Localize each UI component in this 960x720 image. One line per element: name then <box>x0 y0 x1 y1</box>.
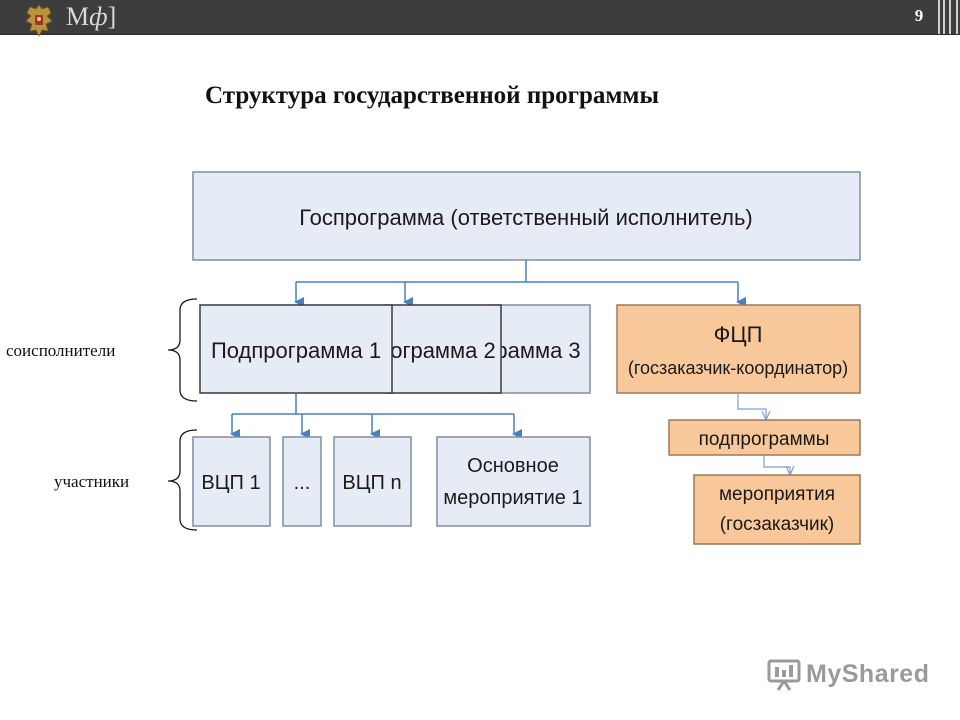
fcp-title: ФЦП <box>714 322 763 347</box>
vcp-1-box: ВЦП 1 <box>192 436 271 527</box>
connectors-level-1 <box>294 260 746 307</box>
vcp-n-box: ВЦП n <box>333 436 412 527</box>
podprogramma-2-label: ограмма 2 <box>390 338 496 363</box>
gosprogramma-label: Госпрограмма (ответственный исполнитель) <box>299 205 753 230</box>
ministry-brand: Мф] <box>66 2 117 31</box>
mysshared-watermark: MyShared <box>766 656 936 692</box>
fcp-meropriyatiya-line-2: (госзаказчик) <box>720 514 835 535</box>
vcp-1-label: ВЦП 1 <box>201 472 260 494</box>
label-coexecutors: соисполнители <box>6 341 115 360</box>
coexecutors-brace <box>167 298 198 402</box>
watermark-text: MyShared <box>806 660 930 688</box>
header-stripes <box>936 0 960 34</box>
coat-of-arms-icon <box>25 4 53 37</box>
fcp-meropriyatiya-line-1: мероприятия <box>719 484 835 505</box>
main-event-box: Основное мероприятие 1 <box>436 436 591 527</box>
ellipsis-label: ... <box>294 472 311 494</box>
presentation-icon <box>767 659 801 691</box>
main-event-line-1: Основное <box>467 455 559 477</box>
fcp-connectors <box>737 393 790 475</box>
podprogramma-3-label: рамма 3 <box>495 338 580 363</box>
slide-number: 9 <box>914 6 924 25</box>
fcp-box: ФЦП (госзаказчик-координатор) <box>616 304 861 394</box>
fcp-subtitle: (госзаказчик-координатор) <box>628 358 848 378</box>
connectors-level-2 <box>230 393 522 439</box>
main-event-line-2: мероприятие 1 <box>443 487 582 509</box>
vcp-n-label: ВЦП n <box>342 472 401 494</box>
slide-title: Структура государственной программы <box>205 82 659 109</box>
podprogramma-1-label: Подпрограмма 1 <box>211 338 381 363</box>
fcp-podprogrammy-box: подпрограммы <box>668 419 861 456</box>
label-participants: участники <box>54 472 129 491</box>
header-bar: Мф] 9 <box>0 0 960 37</box>
ellipsis-box: ... <box>282 436 322 527</box>
fcp-podprogrammy-label: подпрограммы <box>699 429 830 450</box>
participants-brace <box>167 429 198 531</box>
podprogramma-2-box: ограмма 2 <box>384 304 502 394</box>
podprogramma-1-box: Подпрограмма 1 <box>199 304 393 394</box>
gosprogramma-box: Госпрограмма (ответственный исполнитель) <box>192 171 861 261</box>
fcp-meropriyatiya-box: мероприятия (госзаказчик) <box>693 474 861 545</box>
podprogramma-3-box: рамма 3 <box>486 304 591 394</box>
